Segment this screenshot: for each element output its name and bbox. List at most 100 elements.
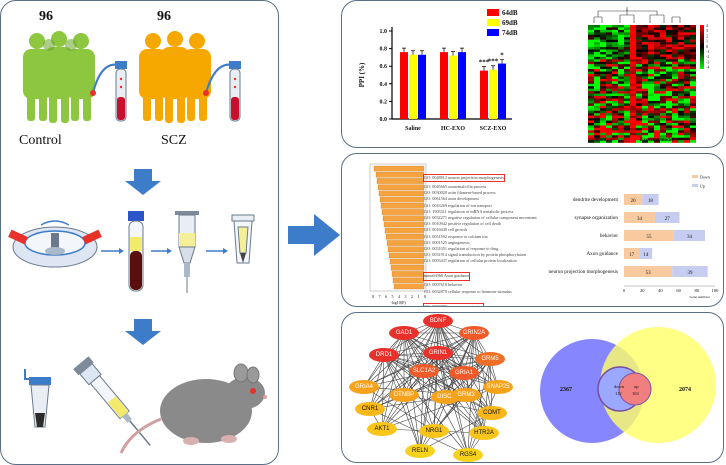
y-tick-label: 0.4: [380, 82, 388, 88]
ud-x-tick: 20: [640, 288, 645, 293]
venn-down-count: 112: [615, 391, 622, 396]
down-arrow-icon: [125, 319, 161, 345]
network-node-label: GRIA1: [454, 370, 473, 376]
network-node-label: HTR2A: [474, 430, 494, 436]
bar: [449, 55, 457, 119]
network-node-label: NRG1: [425, 428, 443, 434]
syringe-filter-icon: [175, 211, 199, 293]
color-scale-label: 4: [706, 23, 708, 28]
filter-tube-icon: [231, 214, 255, 264]
control-label: Control: [19, 133, 62, 148]
go-bar: [379, 196, 425, 203]
heatmap-label-control: Control: [596, 138, 613, 143]
color-scale-label: 0: [706, 44, 708, 49]
up-bar: [672, 266, 708, 277]
ud-x-tick: 0: [623, 288, 626, 293]
up-value: 14: [643, 253, 649, 258]
category-label: Saline: [405, 126, 421, 132]
ud-category-label: synapse organization: [574, 215, 618, 221]
centrifuge-icon: [8, 220, 102, 268]
heatmap-cells: [588, 25, 696, 143]
bar: [458, 52, 466, 120]
network-node-label: GRIA4: [354, 384, 373, 390]
go-term: GO: 0050808 synapse organization: [422, 302, 485, 306]
color-scale-label: 2: [706, 33, 708, 38]
go-bar: [373, 165, 425, 172]
go-term: GO: 0003437 regulation of cellular prote…: [424, 258, 517, 264]
blood-tube-icon: [203, 61, 241, 122]
go-term: GO: 0061564 axon development: [424, 196, 479, 202]
venn-up-count: 104: [632, 391, 639, 396]
color-scale-label: -1: [706, 49, 709, 54]
network-node: GRM5: [475, 352, 505, 366]
ud-legend-label: Down: [700, 175, 710, 180]
legend-label: 74dB: [502, 29, 518, 37]
network-node-label: DTNBP: [393, 392, 415, 398]
right-arrow-icon: [288, 214, 340, 256]
bar: [418, 54, 426, 120]
category-label: SCZ-EXO: [480, 126, 507, 132]
network-node: AKT1: [367, 422, 397, 436]
y-tick-label: 0.2: [380, 99, 388, 105]
up-value: 39: [687, 271, 693, 276]
go-term: GO: 0045665 axonemal/cilia process: [424, 184, 487, 189]
network-node-label: GRM3: [457, 392, 475, 398]
up-value: 18: [648, 199, 654, 204]
plasma-tube-icon: [128, 211, 144, 292]
color-scale-label: -4: [706, 65, 709, 70]
go-bar: [381, 209, 425, 215]
y-axis-label: PPI (%): [358, 62, 366, 87]
heatmap-label-exosome: Exosome model: [640, 138, 674, 143]
down-bar: [624, 194, 643, 205]
go-term: GO: 0051592 response to calcium ion: [424, 233, 488, 239]
significance-mark: ***: [488, 58, 499, 66]
control-people-icon: [23, 31, 95, 123]
ud-x-tick: 80: [695, 288, 700, 293]
venn-down-label: down: [614, 384, 624, 389]
legend-swatch: [487, 9, 499, 16]
down-value: 34: [637, 217, 643, 222]
go-bar: [393, 283, 425, 290]
down-value: 17: [629, 253, 635, 258]
scz-count: 96: [157, 9, 171, 24]
ud-x-tick: 40: [658, 288, 663, 293]
go-x-tick: 7: [379, 294, 381, 299]
go-bar: [386, 240, 425, 246]
legend-label: 69dB: [502, 19, 518, 27]
ud-x-label: Gene numbers: [690, 295, 711, 299]
network-node: SLC1A2: [409, 364, 439, 378]
go-bar: [391, 271, 425, 277]
network-node: COMT: [477, 406, 507, 420]
up-bar: [639, 248, 653, 259]
venn-up-circle: [618, 372, 652, 406]
blood-tube-icon: [90, 61, 127, 122]
scz-label: SCZ: [161, 133, 187, 148]
syringe-icon: [73, 356, 151, 446]
network-node: BDNF: [423, 314, 453, 328]
bar: [400, 52, 408, 120]
significance-mark: ***: [479, 59, 490, 67]
legend-swatch: [487, 29, 499, 36]
ud-legend-swatch: [692, 175, 698, 178]
bar: [409, 54, 417, 120]
up-bar: [654, 212, 680, 223]
up-value: 34: [687, 235, 693, 240]
bar: [480, 70, 488, 119]
go-bar: [378, 190, 425, 197]
control-count: 96: [39, 9, 53, 24]
go-term: GO: 0030029 actin filament-based process: [424, 190, 496, 196]
network-node-label: GRM5: [481, 356, 499, 362]
color-scale-label: -2: [706, 54, 709, 59]
venn-diagram: [540, 327, 716, 443]
down-value: 53: [646, 271, 652, 276]
down-bar: [624, 212, 655, 223]
network-node: HTR2A: [469, 426, 499, 440]
go-x-label: -log10(P): [390, 300, 406, 305]
down-value: 55: [647, 235, 653, 240]
